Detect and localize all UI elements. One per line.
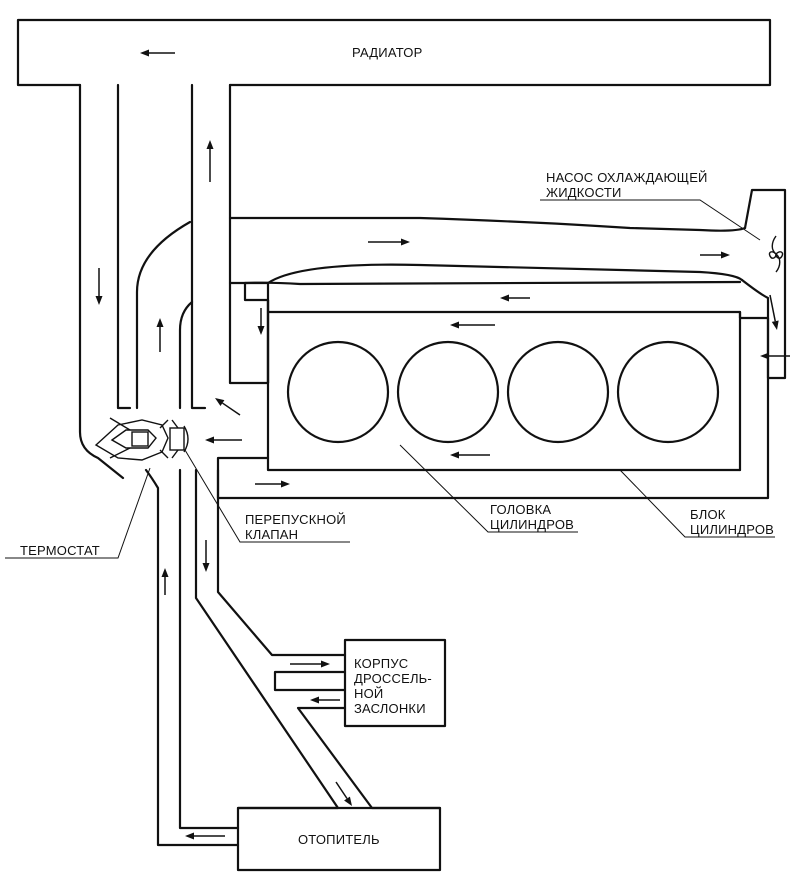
block-label-line-2: ЦИЛИНДРОВ — [690, 522, 774, 537]
head-label-line-1: ГОЛОВКА — [490, 502, 551, 517]
block-upper-gallery-top — [243, 280, 742, 286]
flow-arrow — [310, 696, 340, 704]
bypass-bend-inner — [178, 300, 194, 410]
engine-block-outline — [216, 298, 770, 500]
heater-label: ОТОПИТЕЛЬ — [298, 832, 380, 847]
flow-arrow — [206, 140, 214, 182]
pump-label-line-1: НАСОС ОХЛАЖДАЮЩЕЙ — [546, 170, 708, 185]
flow-arrow — [185, 832, 225, 840]
flow-arrow — [140, 49, 175, 57]
throttle-label-line-3: НОЙ — [354, 686, 383, 701]
flow-arrow — [368, 238, 410, 246]
heater-return-pipe-inner — [178, 468, 240, 830]
flow-arrow — [202, 540, 210, 572]
flow-arrow — [760, 352, 790, 360]
flow-arrow — [450, 321, 495, 329]
cylinder-4 — [616, 340, 720, 444]
block-leader — [619, 469, 775, 538]
radiator-inlet-pipe-left — [190, 83, 207, 410]
thermostat-icon — [94, 417, 169, 461]
radiator-outlet-pipe-outer — [78, 83, 125, 480]
flow-arrows — [95, 49, 790, 840]
flow-arrow — [161, 568, 169, 595]
thermostat-label: ТЕРМОСТАТ — [20, 543, 100, 558]
water-pump-housing — [740, 188, 787, 380]
throttle-label-line-1: КОРПУС — [354, 656, 408, 671]
heater-box — [236, 806, 442, 872]
block-outer-wall — [243, 281, 270, 385]
flow-arrow — [205, 436, 242, 444]
throttle-label-line-4: ЗАСЛОНКИ — [354, 701, 426, 716]
cylinder-3 — [506, 340, 610, 444]
cylinder-1 — [286, 340, 390, 444]
pump-label-line-2: ЖИДКОСТИ — [546, 185, 622, 200]
pump-feed-channel-top — [228, 216, 747, 232]
bypass-label-line-2: КЛАПАН — [245, 527, 298, 542]
flow-arrow — [95, 268, 103, 305]
flow-arrow — [450, 451, 490, 459]
head-leader — [399, 444, 578, 533]
bypass-label-line-1: ПЕРЕПУСКНОЙ — [245, 512, 346, 527]
flow-arrow — [700, 251, 730, 259]
thermostat-leader — [5, 467, 151, 559]
radiator-outlet-pipe-inner — [116, 83, 132, 410]
pump-leader — [540, 199, 761, 241]
heater-return-pipe-outer — [144, 468, 240, 847]
heater-feed-pipe-right — [216, 468, 347, 657]
flow-arrow — [335, 781, 352, 806]
flow-arrow — [156, 318, 164, 352]
pump-impeller-icon — [768, 235, 784, 273]
throttle-body-box — [343, 638, 447, 728]
radiator-label: РАДИАТОР — [352, 45, 422, 60]
flow-arrow — [769, 294, 779, 330]
block-label-line-1: БЛОК — [690, 507, 726, 522]
flow-arrow — [215, 398, 241, 416]
cylinder-2 — [396, 340, 500, 444]
head-label-line-2: ЦИЛИНДРОВ — [490, 517, 574, 532]
throttle-label-line-2: ДРОССЕЛЬ- — [354, 671, 432, 686]
radiator-box — [16, 18, 772, 87]
flow-arrow — [257, 308, 265, 335]
flow-arrow — [255, 480, 290, 488]
flow-arrow — [500, 294, 530, 302]
flow-arrow — [290, 660, 330, 668]
bypass-leader — [184, 449, 350, 543]
pump-feed-channel-bottom — [228, 263, 744, 285]
bypass-valve-icon — [169, 419, 189, 459]
radiator-inlet-pipe-right — [228, 83, 270, 385]
bypass-bend-outer — [135, 220, 192, 410]
